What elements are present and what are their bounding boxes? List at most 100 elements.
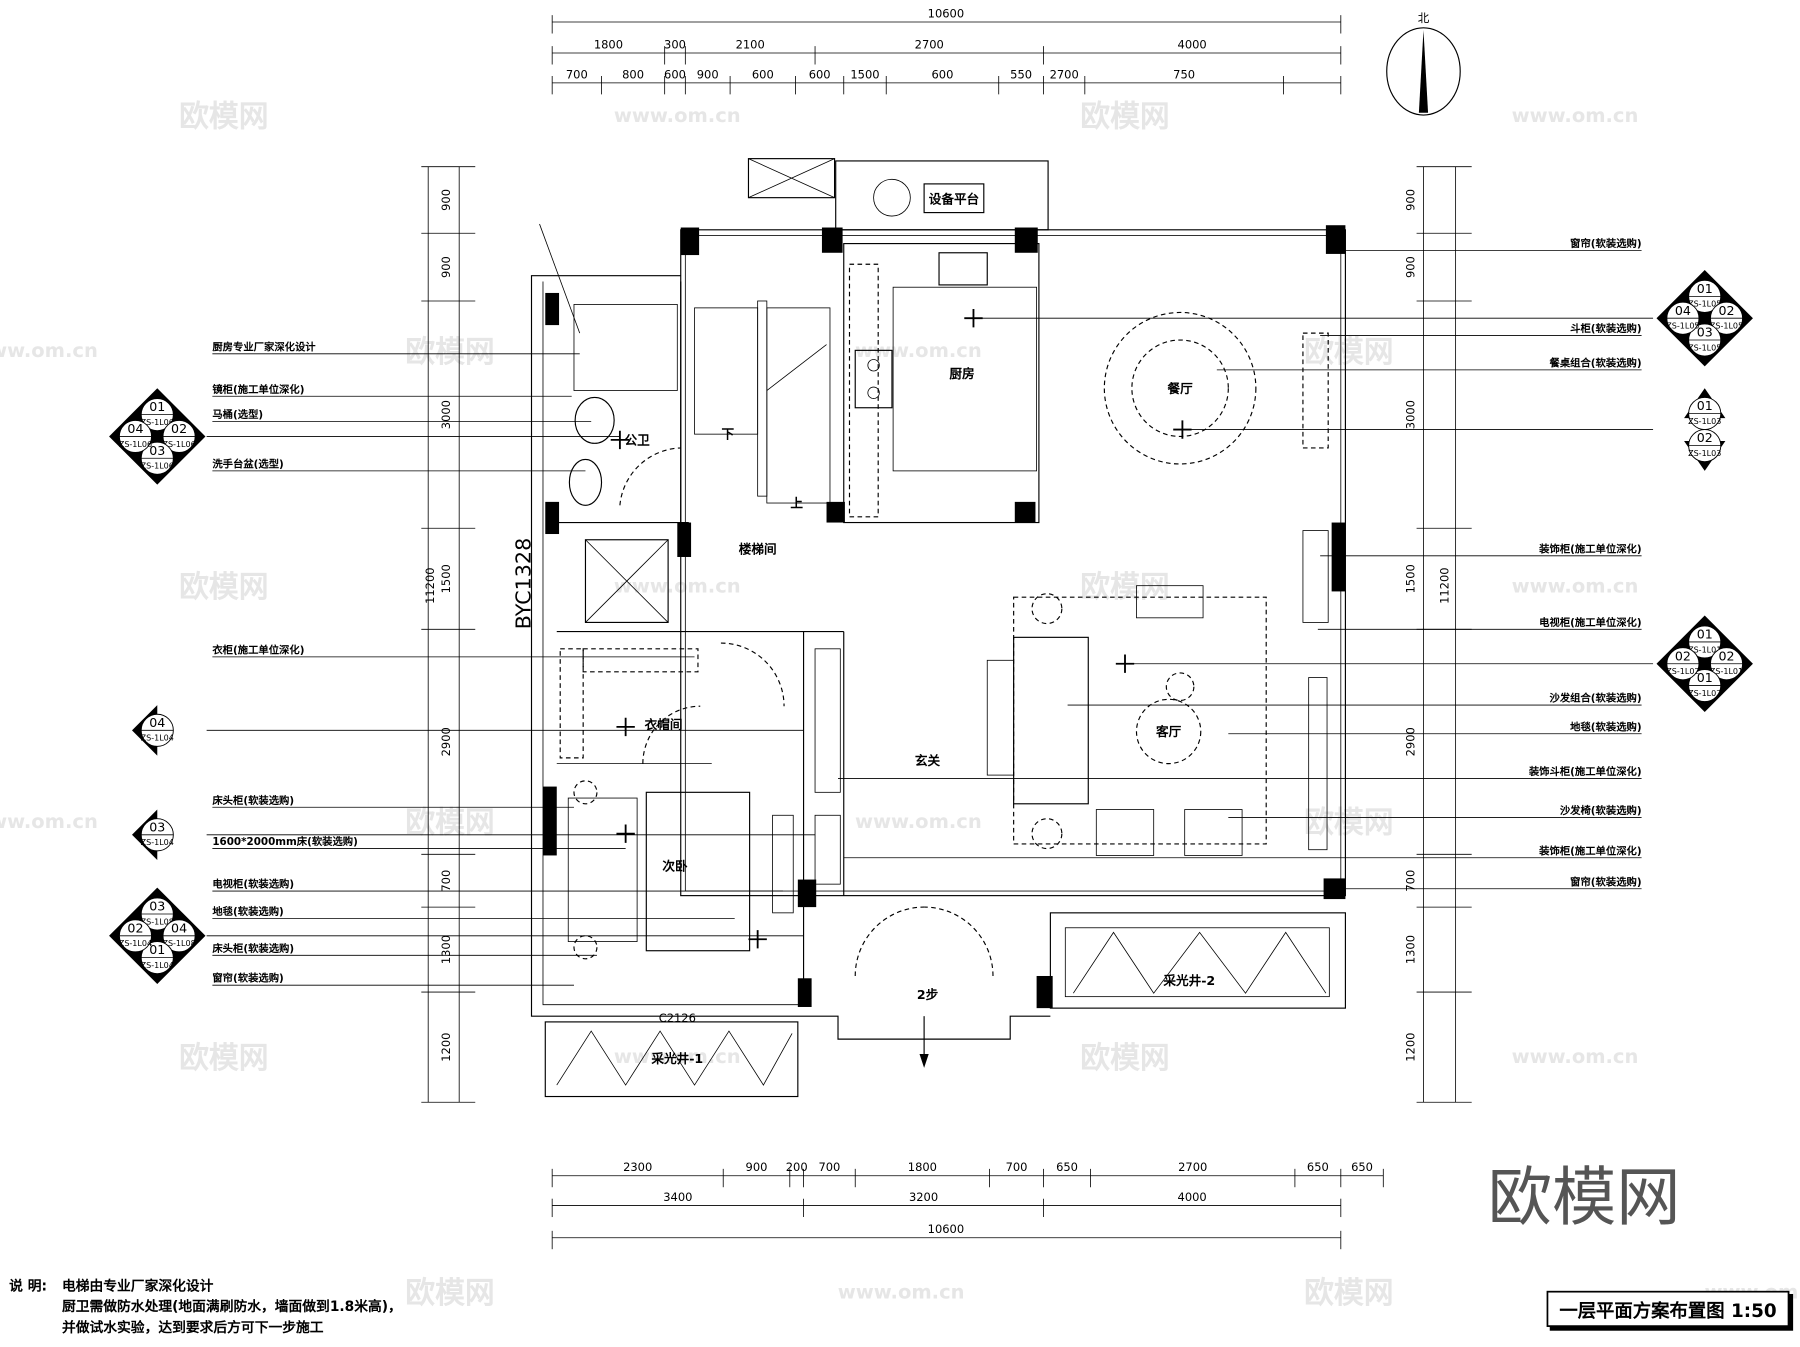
annotation-left: 窗帘(软装选购): [212, 972, 283, 985]
window-code-label: C2126: [659, 1011, 696, 1025]
annotation-right: 装饰柜(施工单位深化): [1538, 844, 1641, 857]
index-sheet: ZS-1L01: [1688, 645, 1721, 654]
index-sheet: ZS-1L06: [141, 462, 174, 471]
annotation-left: 马桶(选型): [212, 408, 263, 421]
annotation-leaders: 厨房专业厂家深化设计镜柜(施工单位深化)马桶(选型)洗手台盆(选型)衣柜(施工单…: [206, 223, 1654, 986]
dimension-label: 1500: [850, 67, 879, 81]
dimension-label: 750: [1173, 67, 1195, 81]
index-sheet: ZS-1L03: [1688, 417, 1721, 426]
annotation-left: 1600*2000mm床(软装选购): [212, 835, 357, 848]
room-stairwell: 楼梯间: [739, 542, 777, 557]
dimension-side-total: 11200: [1438, 567, 1452, 603]
index-sheet: ZS-1L02: [1688, 689, 1721, 698]
watermark-site: www.om.cn: [614, 575, 741, 598]
annotation-right: 斗柜(软装选购): [1570, 322, 1641, 335]
watermark-brand: 欧模网: [179, 570, 268, 605]
dimension-label: 1200: [1403, 1033, 1417, 1062]
index-number: 03: [149, 899, 165, 914]
dimension-label: 1800: [908, 1160, 937, 1174]
room-lightwell-1: 采光井-1: [650, 1051, 703, 1066]
watermark-site: www.om.cn: [0, 339, 98, 362]
dimension-label: 1300: [439, 935, 453, 964]
dimension-label: 3200: [909, 1190, 938, 1204]
index-number: 04: [1675, 303, 1691, 318]
elevation-index-symbols: 01ZS-1L0602ZS-1L0603ZS-1L0604ZS-1L0604ZS…: [109, 269, 1753, 985]
cross-marker-icon: [748, 930, 767, 949]
leader-line: [539, 223, 581, 334]
watermarks: 欧模网欧模网欧模网欧模网欧模网欧模网欧模网欧模网欧模网欧模网欧模网欧模网www.…: [0, 99, 1800, 1311]
annotation-right: 餐桌组合(软装选购): [1549, 356, 1642, 369]
index-sheet: ZS-1L05: [1688, 343, 1721, 352]
dimension-label: 1500: [1403, 564, 1417, 593]
index-sheet: ZS-1L05: [1710, 322, 1743, 331]
annotation-left: 洗手台盆(选型): [212, 457, 283, 470]
annotation-left: 衣柜(施工单位深化): [212, 643, 304, 656]
dimension-label: 550: [1010, 67, 1032, 81]
dimension-label: 2700: [915, 37, 944, 51]
dimension-label: 1800: [594, 37, 623, 51]
dimension-label: 900: [1403, 189, 1417, 211]
dimension-label: 700: [1403, 870, 1417, 892]
index-sheet: ZS-1L06: [141, 418, 174, 427]
index-diamond-icon: [1656, 269, 1753, 367]
index-sheet: ZS-1L04: [141, 838, 174, 847]
walls: [530, 158, 1346, 1098]
index-number: 01: [1697, 281, 1713, 296]
dimension-label: 2900: [1403, 727, 1417, 756]
dimension-label: 2300: [623, 1160, 652, 1174]
room-foyer: 玄关: [915, 753, 941, 768]
annotation-left: 厨房专业厂家深化设计: [212, 340, 316, 353]
dimension-label: 800: [622, 67, 644, 81]
dimension-label: 2700: [1178, 1160, 1207, 1174]
structural-columns: [542, 225, 1346, 1009]
dimension-label: 700: [1006, 1160, 1028, 1174]
index-number: 03: [149, 819, 165, 834]
index-diamond-icon: [109, 887, 206, 985]
note-line-3: 并做试水实验，达到要求后方可下一步施工: [62, 1319, 324, 1336]
watermark-site: www.om.cn: [0, 810, 98, 833]
dimension-label: 900: [746, 1160, 768, 1174]
index-number: 04: [149, 715, 165, 730]
dimension-label: 700: [439, 870, 453, 892]
annotation-right: 沙发椅(软装选购): [1560, 804, 1642, 817]
index-sheet: ZS-1L03: [1688, 449, 1721, 458]
index-sheet: ZS-1L05: [1666, 322, 1699, 331]
dimension-label: 600: [809, 67, 831, 81]
index-sheet: ZS-1L08: [162, 939, 195, 948]
note-line-2: 厨卫需做防水处理(地面满刷防水，墙面做到1.8米高)，: [62, 1298, 402, 1315]
index-number: 04: [127, 421, 143, 436]
dimension-bottom-total: 10600: [928, 1222, 964, 1236]
index-number: 01: [149, 942, 165, 957]
room-lightwell-2: 采光井-2: [1162, 973, 1215, 988]
dimension-label: 600: [752, 67, 774, 81]
brand-logo-watermark: 欧模网: [1488, 1160, 1681, 1235]
annotation-right: 沙发组合(软装选购): [1550, 692, 1642, 705]
index-sheet: ZS-1L02: [1666, 667, 1699, 676]
dimension-label: 4000: [1178, 37, 1207, 51]
dimension-label: 1200: [439, 1033, 453, 1062]
lightwell-2: [1049, 912, 1346, 1009]
watermark-brand: 欧模网: [1304, 1276, 1393, 1311]
room-kitchen: 厨房: [949, 366, 974, 381]
watermark-brand: 欧模网: [1080, 570, 1169, 605]
watermark-brand: 欧模网: [405, 805, 494, 840]
index-diamond-icon: [1656, 615, 1753, 712]
room-cloakroom: 衣帽间: [645, 717, 683, 732]
watermark-site: www.om.cn: [1512, 575, 1639, 598]
dimension-label: 3000: [439, 400, 453, 429]
index-number: 02: [1697, 430, 1713, 445]
index-number: 01: [1697, 670, 1713, 685]
index-number: 04: [171, 920, 187, 935]
dimension-label: 650: [1056, 1160, 1078, 1174]
cross-marker-icon: [610, 430, 630, 450]
index-number: 01: [149, 399, 165, 414]
index-diamond-icon: [109, 388, 206, 485]
room-living: 客厅: [1156, 724, 1182, 739]
index-sheet: ZS-1L06: [162, 440, 195, 449]
lightwell-1: [544, 1021, 799, 1098]
door-code-label: BYC1328: [511, 538, 535, 630]
index-sheet: ZS-1L04: [119, 939, 152, 948]
watermark-site: www.om.cn: [614, 104, 741, 127]
index-sheet: ZS-1L04: [141, 961, 174, 970]
